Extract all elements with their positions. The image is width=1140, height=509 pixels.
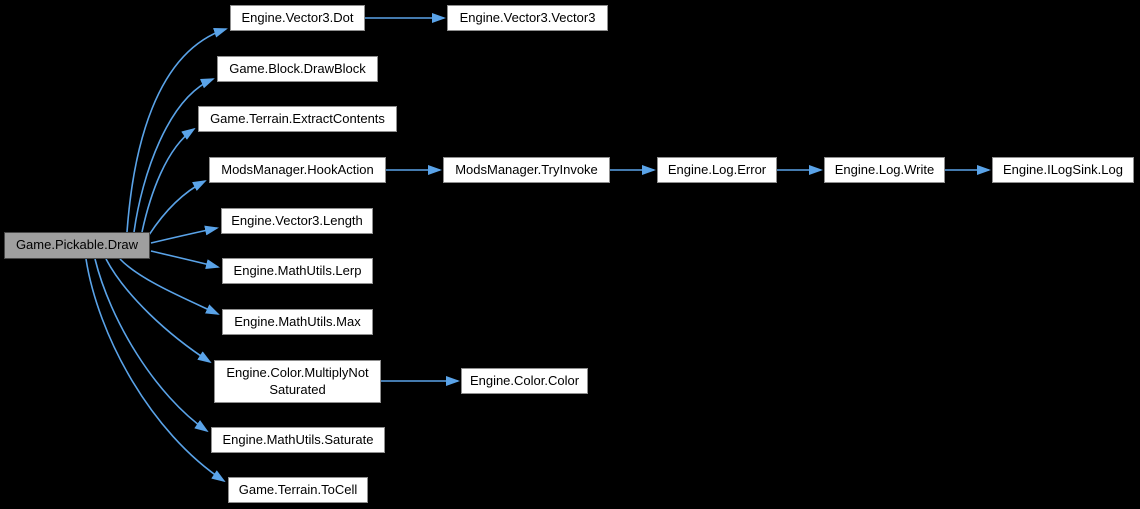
- node-engine-mathutils-max[interactable]: Engine.MathUtils.Max: [222, 309, 373, 335]
- node-engine-color-multiplynotsaturated[interactable]: Engine.Color.MultiplyNot Saturated: [214, 360, 381, 403]
- node-game-terrain-tocell[interactable]: Game.Terrain.ToCell: [228, 477, 368, 503]
- node-engine-mathutils-lerp[interactable]: Engine.MathUtils.Lerp: [222, 258, 373, 284]
- node-engine-color-color[interactable]: Engine.Color.Color: [461, 368, 588, 394]
- edge-draw-length: [150, 225, 219, 244]
- node-modsmanager-hookaction[interactable]: ModsManager.HookAction: [209, 157, 386, 183]
- edge-draw-drawblock: [133, 78, 215, 233]
- edge-draw-saturate: [94, 258, 209, 433]
- node-engine-vector3-vector3[interactable]: Engine.Vector3.Vector3: [447, 5, 608, 31]
- node-engine-vector3-length[interactable]: Engine.Vector3.Length: [221, 208, 373, 234]
- node-engine-mathutils-saturate[interactable]: Engine.MathUtils.Saturate: [211, 427, 385, 453]
- node-modsmanager-tryinvoke[interactable]: ModsManager.TryInvoke: [443, 157, 610, 183]
- edge-draw-tocell: [85, 258, 226, 483]
- node-game-block-drawblock[interactable]: Game.Block.DrawBlock: [217, 56, 378, 82]
- edge-draw-multiply: [105, 258, 212, 364]
- edge-draw-max: [119, 258, 220, 315]
- node-game-pickable-draw: Game.Pickable.Draw: [4, 232, 150, 259]
- node-engine-log-error[interactable]: Engine.Log.Error: [657, 157, 777, 183]
- node-engine-ilogsink-log[interactable]: Engine.ILogSink.Log: [992, 157, 1134, 183]
- edge-draw-lerp: [150, 250, 220, 269]
- node-engine-vector3-dot[interactable]: Engine.Vector3.Dot: [230, 5, 365, 31]
- edge-draw-extract: [141, 127, 196, 233]
- edge-draw-hook: [148, 180, 207, 236]
- node-engine-log-write[interactable]: Engine.Log.Write: [824, 157, 945, 183]
- node-game-terrain-extractcontents[interactable]: Game.Terrain.ExtractContents: [198, 106, 397, 132]
